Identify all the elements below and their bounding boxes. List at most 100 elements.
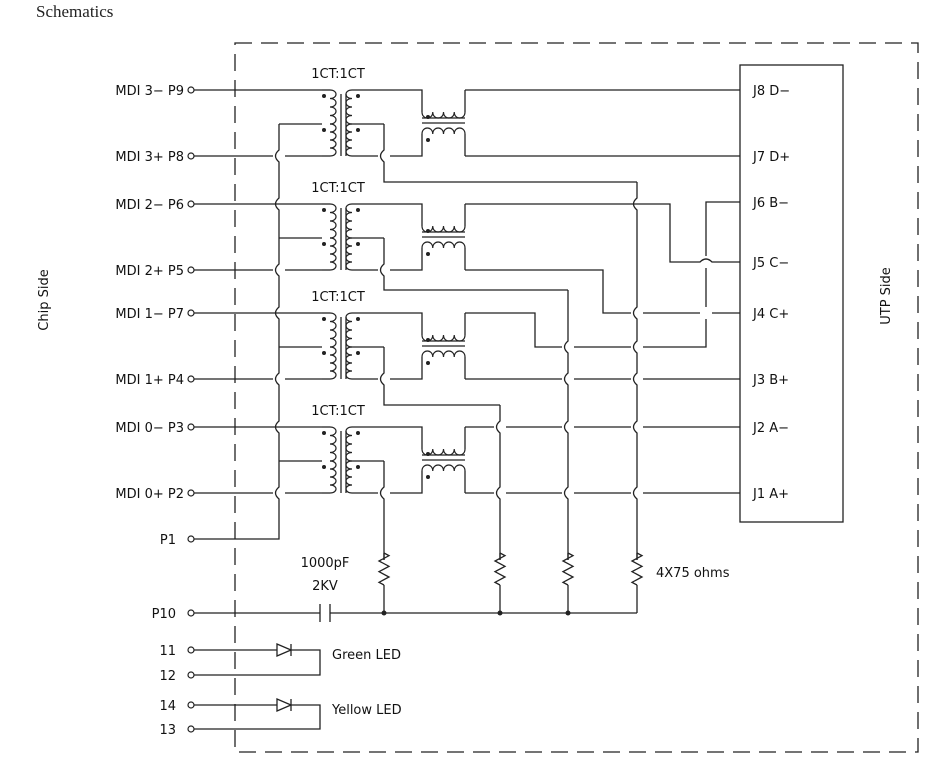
terminal-13	[187, 725, 195, 733]
ct3-vertical	[495, 405, 501, 560]
pin-label-p4: MDI 1+ P4	[115, 373, 184, 388]
terminal-12	[187, 671, 195, 679]
termination-network	[194, 552, 644, 730]
polarity-dot	[426, 452, 430, 456]
resistor-4	[630, 552, 644, 586]
utp-label-j2: J2 A−	[752, 421, 789, 436]
utp-label-j7: J7 D+	[752, 150, 790, 165]
terminal-p9	[187, 86, 195, 94]
terminal-p6	[187, 200, 195, 208]
polarity-dot	[356, 94, 360, 98]
pin-label-13: 13	[159, 723, 176, 738]
polarity-dot	[356, 317, 360, 321]
polarity-dot	[426, 252, 430, 256]
common-mode-choke-1	[421, 90, 466, 156]
pin-label-p7: MDI 1− P7	[115, 307, 184, 322]
ct1-route	[379, 124, 637, 183]
pin-terminals	[187, 86, 195, 733]
transformer-label-2: 1CT:1CT	[311, 181, 365, 196]
transformer-block-1	[322, 89, 360, 157]
resistor-3	[561, 552, 575, 586]
ct3-route	[379, 347, 500, 406]
secondary-coil-upper	[345, 312, 353, 348]
primary-coil-upper	[329, 89, 337, 125]
choke-winding-upper	[421, 111, 466, 119]
choke-winding-lower	[421, 127, 466, 135]
polarity-dot	[426, 229, 430, 233]
terminal-p4	[187, 375, 195, 383]
primary-coil-upper	[329, 203, 337, 239]
primary-coil-upper	[329, 426, 337, 462]
utp-label-j8: J8 D−	[752, 84, 790, 99]
transformer-block-4	[322, 426, 360, 494]
pin-label-p2: MDI 0+ P2	[115, 487, 184, 502]
resistor-2	[493, 552, 507, 586]
choke-winding-upper	[421, 448, 466, 456]
wire-j5	[465, 203, 740, 263]
terminal-p2	[187, 489, 195, 497]
secondary-to-choke	[352, 312, 423, 335]
ct1-vertical	[632, 182, 638, 560]
polarity-dot	[356, 351, 360, 355]
utp-label-j1: J1 A+	[752, 487, 789, 502]
polarity-dot	[322, 242, 326, 246]
secondary-to-choke	[352, 248, 423, 271]
capacitor-rating: 2KV	[312, 579, 338, 594]
terminal-p10	[187, 609, 195, 617]
secondary-to-choke	[352, 357, 423, 380]
secondary-to-choke	[352, 426, 423, 449]
polarity-dot	[426, 115, 430, 119]
utp-pin-labels: J8 D− J7 D+ J6 B− J5 C− J4 C+ J3 B+ J2 A…	[752, 84, 790, 502]
secondary-to-choke	[352, 203, 423, 226]
secondary-to-choke	[352, 134, 423, 157]
polarity-dot	[322, 94, 326, 98]
secondary-coil-upper	[345, 89, 353, 125]
secondary-to-choke	[352, 471, 423, 494]
common-mode-choke-2	[421, 204, 466, 270]
polarity-dot	[322, 431, 326, 435]
choke-winding-upper	[421, 334, 466, 342]
primary-coil-lower	[329, 460, 337, 494]
secondary-coil-lower	[345, 460, 353, 494]
secondary-coil-lower	[345, 237, 353, 271]
resistor-label: 4X75 ohms	[656, 566, 730, 581]
polarity-dot	[426, 338, 430, 342]
wire-j4	[465, 269, 740, 314]
pin-label-p6: MDI 2− P6	[115, 198, 184, 213]
pin-label-p10: P10	[152, 607, 176, 622]
terminal-p3	[187, 423, 195, 431]
primary-coil-lower	[329, 123, 337, 157]
choke-winding-lower	[421, 464, 466, 472]
pin-label-p5: MDI 2+ P5	[115, 264, 184, 279]
diode-triangle	[276, 643, 293, 657]
primary-coil-lower	[329, 346, 337, 380]
choke-winding-lower	[421, 350, 466, 358]
secondary-coil-lower	[345, 123, 353, 157]
terminal-14	[187, 701, 195, 709]
diode-triangle	[276, 698, 293, 712]
pin-label-p8: MDI 3+ P8	[115, 150, 184, 165]
transformer-block-3	[322, 312, 360, 380]
transformer-label-3: 1CT:1CT	[311, 290, 365, 305]
led-wire	[194, 704, 321, 730]
choke-winding-lower	[421, 241, 466, 249]
utp-label-j3: J3 B+	[752, 373, 789, 388]
common-mode-choke-3	[421, 313, 466, 379]
junction-dot	[565, 610, 571, 616]
terminal-p7	[187, 309, 195, 317]
pin-label-p1: P1	[160, 533, 176, 548]
green-led	[194, 643, 321, 676]
capacitor-value: 1000pF	[301, 556, 350, 571]
wiring	[194, 89, 740, 560]
wire-j6	[465, 201, 740, 348]
transformer-label-4: 1CT:1CT	[311, 404, 365, 419]
ct4-vertical	[379, 461, 385, 560]
pin-label-14: 14	[159, 699, 176, 714]
polarity-dot	[322, 317, 326, 321]
pin-label-p3: MDI 0− P3	[115, 421, 184, 436]
polarity-dot	[322, 128, 326, 132]
page-title: Schematics	[36, 2, 114, 21]
polarity-dot	[426, 138, 430, 142]
utp-label-j5: J5 C−	[752, 256, 789, 271]
